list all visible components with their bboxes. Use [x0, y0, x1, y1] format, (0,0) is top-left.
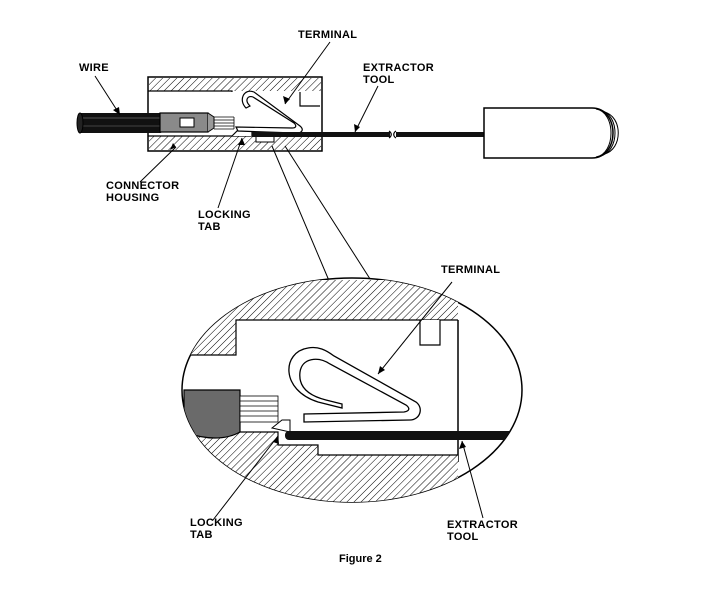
terminal-spring: [235, 90, 303, 134]
leader-arrowheads-top: [113, 96, 360, 150]
detail-view: [181, 277, 523, 503]
figure-caption: Figure 2: [339, 553, 382, 565]
leader-lines-top: [94, 41, 379, 209]
leader-arrowheads-detail: [273, 366, 466, 449]
terminal-label: TERMINAL: [298, 29, 358, 41]
terminal-spring-detail: [288, 346, 421, 423]
detail-callout-lines: [271, 145, 373, 284]
extractor-tool-label: EXTRACTOR TOOL: [363, 62, 434, 86]
connector-housing-label: CONNECTOR HOUSING: [106, 180, 180, 204]
extractor-tool-detail-label: EXTRACTOR TOOL: [447, 519, 518, 543]
locking-tab-label: LOCKING TAB: [198, 209, 251, 233]
leader-lines-detail: [212, 281, 484, 521]
wire-label: WIRE: [79, 62, 109, 74]
terminal-crimp: [159, 112, 235, 133]
extractor-tool: [252, 107, 619, 159]
terminal-detail-label: TERMINAL: [441, 264, 501, 276]
locking-tab-detail-label: LOCKING TAB: [190, 517, 243, 541]
wire: [76, 112, 162, 134]
